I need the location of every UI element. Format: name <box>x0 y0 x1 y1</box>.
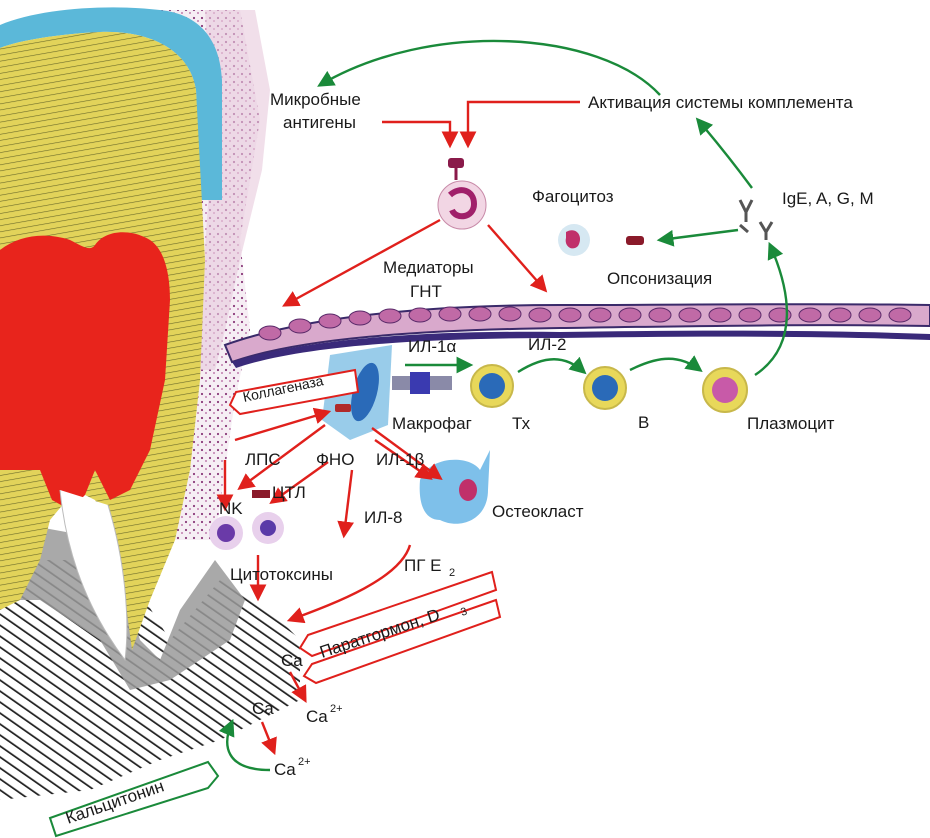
arrow-lps-to-macrophage <box>235 412 328 440</box>
label-ca-2: Ca <box>252 699 274 718</box>
label-microbial-antigens-2: антигены <box>283 113 356 132</box>
arrow-b-to-plasma <box>630 359 700 370</box>
label-pge2-sub: 2 <box>449 567 455 579</box>
label-osteoclast: Остеокласт <box>492 502 584 521</box>
label-ca-1: Ca <box>281 651 303 670</box>
label-ca2-2-sup: 2+ <box>298 756 311 768</box>
arrow-g-to-epithelium <box>488 225 545 290</box>
label-opsonization: Опсонизация <box>607 269 712 288</box>
arrow-complement-to-g <box>468 102 580 145</box>
label-macrophage: Макрофаг <box>392 414 472 433</box>
label-il2: ИЛ-2 <box>528 335 567 354</box>
label-il1b: ИЛ-1β <box>376 450 424 469</box>
label-il1a: ИЛ-1α <box>408 337 456 356</box>
phagocyte-cell <box>558 224 644 256</box>
arrow-complement-to-antigens <box>320 41 660 95</box>
th-cell <box>471 365 513 407</box>
osteoclast-cell <box>420 450 490 524</box>
label-mediators-1: Медиаторы <box>383 258 474 277</box>
label-ca2-1: Ca <box>306 707 328 726</box>
label-cytotoxins: Цитотоксины <box>230 565 333 584</box>
label-tnf: ФНО <box>316 450 354 469</box>
arrow-il2 <box>518 359 584 372</box>
antibodies <box>740 200 772 240</box>
arrow-ig-to-complement <box>698 120 752 188</box>
label-ca2-2: Ca <box>274 760 296 779</box>
label-il8: ИЛ-8 <box>364 508 403 527</box>
arrow-ca-to-ca2-lower <box>262 722 274 752</box>
neutrophil-g <box>438 158 486 229</box>
label-immunoglobulins: IgE, A, G, M <box>782 189 874 208</box>
arrow-tnf-to-cytotoxins <box>344 470 352 535</box>
label-nk: NK <box>219 499 243 518</box>
label-microbial-antigens-1: Микробные <box>270 90 361 109</box>
label-pge2: ПГ E <box>404 556 442 575</box>
label-phagocytosis: Фагоцитоз <box>532 187 614 206</box>
label-complement-activation: Активация системы комплемента <box>588 93 853 112</box>
label-ctl: ЦТЛ <box>272 483 306 502</box>
label-ca2-1-sup: 2+ <box>330 703 343 715</box>
label-th: Тх <box>512 414 531 433</box>
label-mediators-2: ГНТ <box>410 282 442 301</box>
label-plasmocyte: Плазмоцит <box>747 414 835 433</box>
plasma-cell <box>703 368 747 412</box>
arrow-antigens-to-g <box>382 122 450 145</box>
label-lps: ЛПС <box>245 450 281 469</box>
arrow-ig-to-phagocyte <box>660 230 738 240</box>
label-b-cell: В <box>638 413 649 432</box>
b-cell <box>584 367 626 409</box>
